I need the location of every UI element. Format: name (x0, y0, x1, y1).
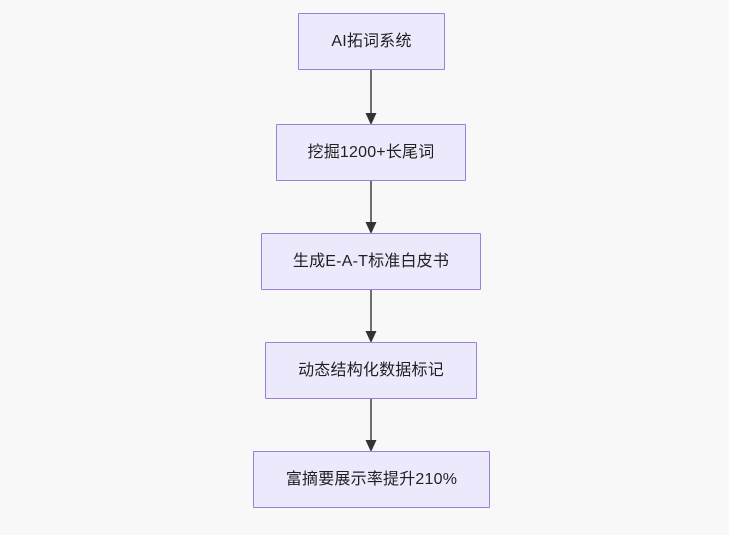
flowchart-node-ai-keyword-system[interactable]: AI拓词系统 (298, 13, 445, 70)
node-label: 富摘要展示率提升210% (285, 470, 458, 488)
flowchart-node-dynamic-structured-data-markup[interactable]: 动态结构化数据标记 (265, 342, 477, 399)
edge-n3-n4 (365, 290, 377, 343)
edge-n2-n3 (365, 181, 377, 234)
flowchart-node-mine-longtail-keywords[interactable]: 挖掘1200+长尾词 (276, 124, 466, 181)
flowchart-node-rich-snippet-rate-increase[interactable]: 富摘要展示率提升210% (253, 451, 490, 508)
edge-n1-n2 (365, 70, 377, 125)
node-label: 挖掘1200+长尾词 (307, 143, 435, 161)
node-label: 动态结构化数据标记 (298, 361, 444, 379)
node-label: AI拓词系统 (331, 32, 412, 50)
flowchart-node-generate-eat-whitepaper[interactable]: 生成E-A-T标准白皮书 (261, 233, 481, 290)
edge-n4-n5 (365, 399, 377, 452)
node-label: 生成E-A-T标准白皮书 (292, 252, 450, 270)
